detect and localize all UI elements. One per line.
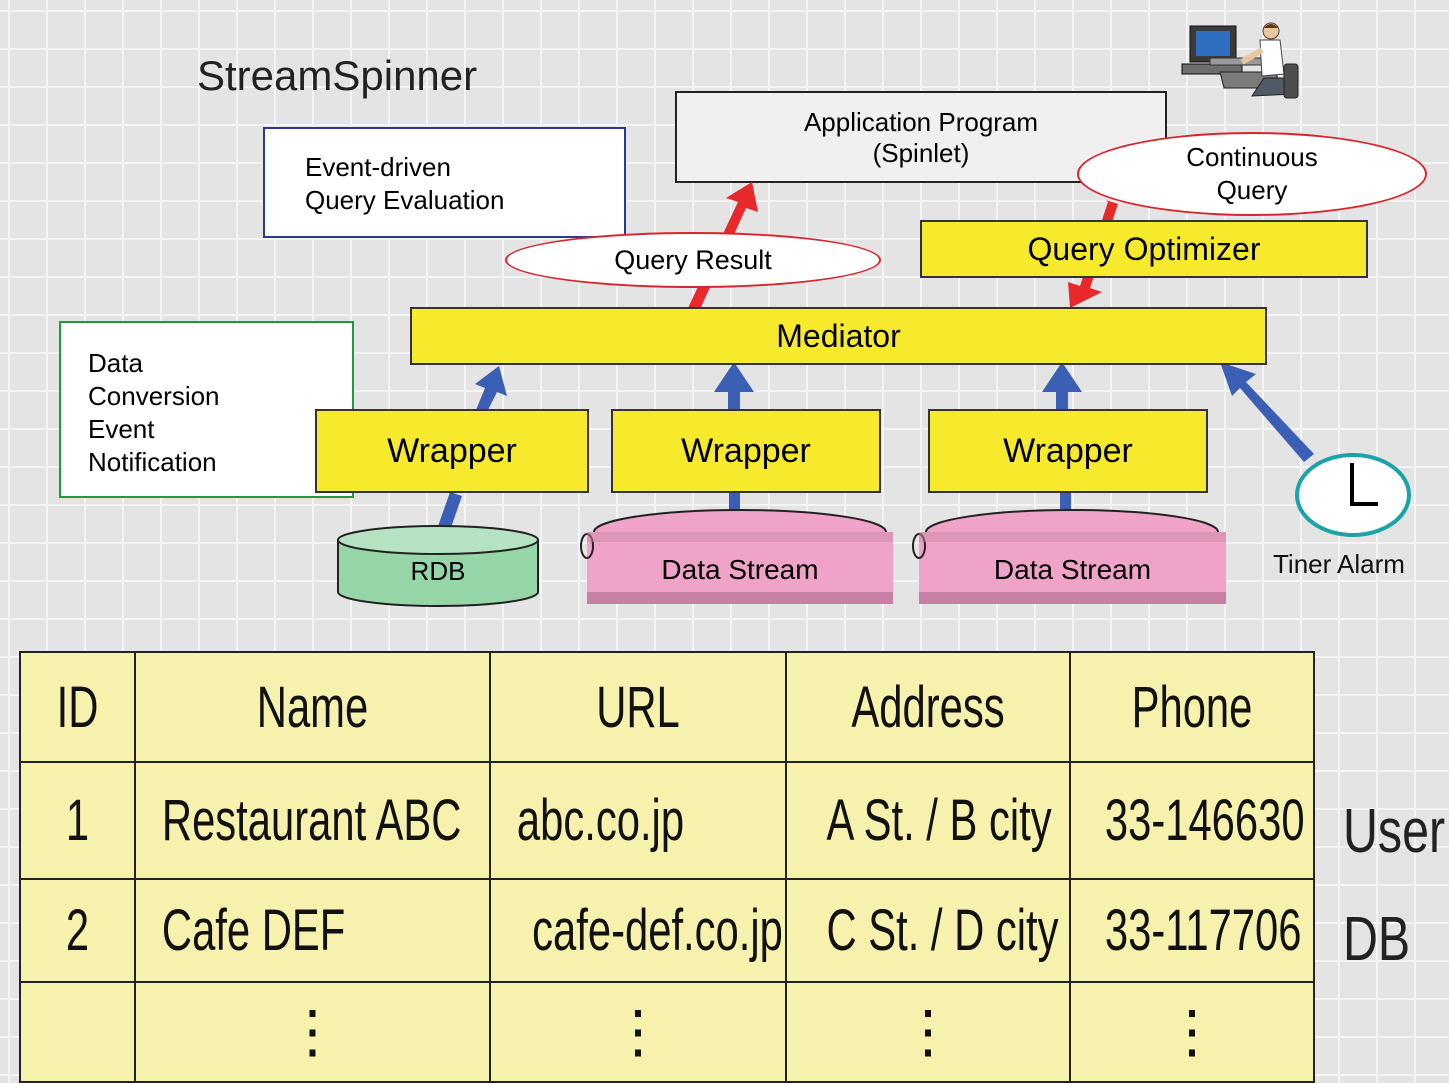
table-cell: cafe-def.co.jp [489,878,787,983]
query-optimizer-box: Query Optimizer [920,220,1368,278]
event-driven-note: Event-driven Query Evaluation [263,127,626,238]
table-cell: C St. / D city [785,878,1071,983]
table-cell: 33-146630 [1069,761,1315,880]
table-cell: 1 [19,761,136,880]
table-row: 2 Cafe DEF cafe-def.co.jp C St. / D city… [19,878,1315,983]
user-db-label: User DB [1343,778,1445,994]
ellipsis-cell: ⋮ [134,981,491,1083]
data-stream-label-2: Data Stream [993,554,1152,585]
wrapper-box-stream-2: Wrapper [928,409,1208,493]
ellipsis-cell: ⋮ [1069,981,1315,1083]
user-db-table: ID Name URL Address Phone 1 Restaurant A… [19,651,1315,1083]
note-line: Conversion [88,381,220,411]
oval-line: Query [1216,175,1288,205]
table-header-row: ID Name URL Address Phone [19,651,1315,763]
mediator-box: Mediator [410,307,1267,365]
wrapper-box-stream-1: Wrapper [611,409,881,493]
rdb-up-arrow [436,492,462,536]
table-cell: 33-117706 [1069,878,1315,983]
rdb-cylinder [337,525,539,607]
note-line: Event [88,414,155,444]
user-db-line: DB [1343,905,1411,974]
table-cell: Cafe DEF [134,878,491,983]
table-cell: 2 [19,878,136,983]
oval-line: Continuous [1186,142,1318,172]
rdb-label: RDB [410,556,466,586]
header-cell: URL [489,651,787,763]
table-row: 1 Restaurant ABC abc.co.jp A St. / B cit… [19,761,1315,880]
user-db-line: User [1343,797,1446,866]
header-cell: ID [19,651,136,763]
note-line: Notification [88,447,217,477]
header-cell: Address [785,651,1071,763]
data-stream-label-1: Data Stream [661,554,819,585]
app-line: Application Program [803,107,1039,137]
header-cell: Phone [1069,651,1315,763]
table-cell: A St. / B city [785,761,1071,880]
query-result-oval: Query Result [505,232,881,288]
app-line: (Spinlet) [872,138,970,168]
stream2-up-connector [1060,493,1071,515]
table-cell: Restaurant ABC [134,761,491,880]
table-row-ellipsis: ⋮ ⋮ ⋮ ⋮ [19,981,1315,1083]
table-cell: abc.co.jp [489,761,787,880]
timer-alarm-label: Tiner Alarm [1273,549,1405,579]
stream1-up-connector [729,493,740,515]
wrapper-box-rdb: Wrapper [315,409,589,493]
header-cell: Name [134,651,491,763]
ellipsis-cell: ⋮ [785,981,1071,1083]
note-line: Event-driven [305,152,451,182]
ellipsis-cell: ⋮ [489,981,787,1083]
wrapper3-up-arrow [1042,362,1082,410]
timer-clock-icon [1295,453,1411,537]
timer-arrow [1220,362,1314,462]
continuous-query-oval: Continuous Query [1077,132,1427,216]
wrapper1-up-arrow [475,366,507,410]
diagram-title: StreamSpinner [197,52,478,99]
wrapper2-up-arrow [714,362,754,410]
note-line: Query Evaluation [305,185,505,215]
user-computer-icon [1181,22,1299,99]
table-cell [19,981,136,1083]
data-conversion-note: Data Conversion Event Notification [59,321,354,498]
note-line: Data [88,348,143,378]
